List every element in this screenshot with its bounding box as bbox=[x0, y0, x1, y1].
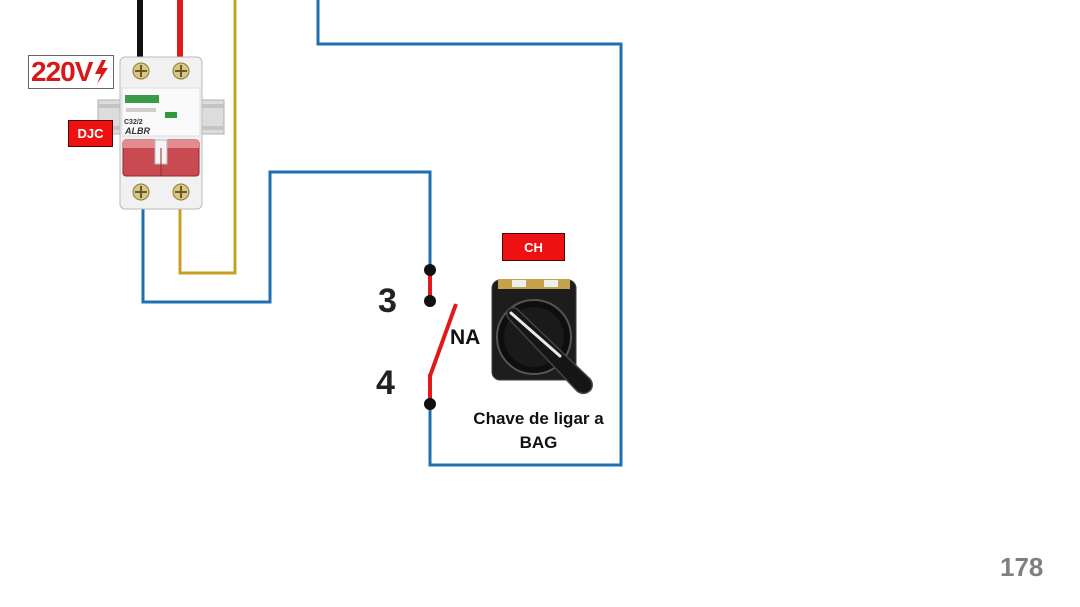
contact-terminal-dot bbox=[424, 398, 436, 410]
yellow-wire bbox=[178, 0, 237, 275]
lightning-bolt-icon bbox=[95, 60, 109, 84]
contact-terminal-dot bbox=[424, 295, 436, 307]
breaker-brand-text: ALBR bbox=[124, 126, 150, 136]
na-contact-symbol bbox=[424, 264, 458, 410]
switch-tag: CH bbox=[502, 233, 565, 261]
terminal-number-3: 3 bbox=[378, 282, 397, 320]
selector-switch bbox=[491, 279, 593, 395]
breaker-tag: DJC bbox=[68, 120, 113, 147]
voltage-label: 220V bbox=[28, 55, 114, 89]
contact-terminal-dot bbox=[424, 264, 436, 276]
voltage-text: 220V bbox=[31, 56, 93, 87]
breaker-model-text: C32/2 bbox=[124, 119, 143, 126]
blue-wire-switch-return bbox=[316, 0, 623, 467]
switch-caption: Chave de ligar a BAG bbox=[473, 409, 604, 452]
switch-tag-text: CH bbox=[524, 239, 543, 255]
page-number: 178 bbox=[1000, 552, 1044, 582]
terminal-number-4: 4 bbox=[376, 364, 395, 402]
breaker-tag-text: DJC bbox=[77, 126, 104, 141]
contact-type-label: NA bbox=[450, 326, 481, 349]
blue-wire-breaker-to-switch bbox=[141, 170, 432, 304]
circuit-breaker: C32/2 ALBR bbox=[119, 56, 203, 210]
